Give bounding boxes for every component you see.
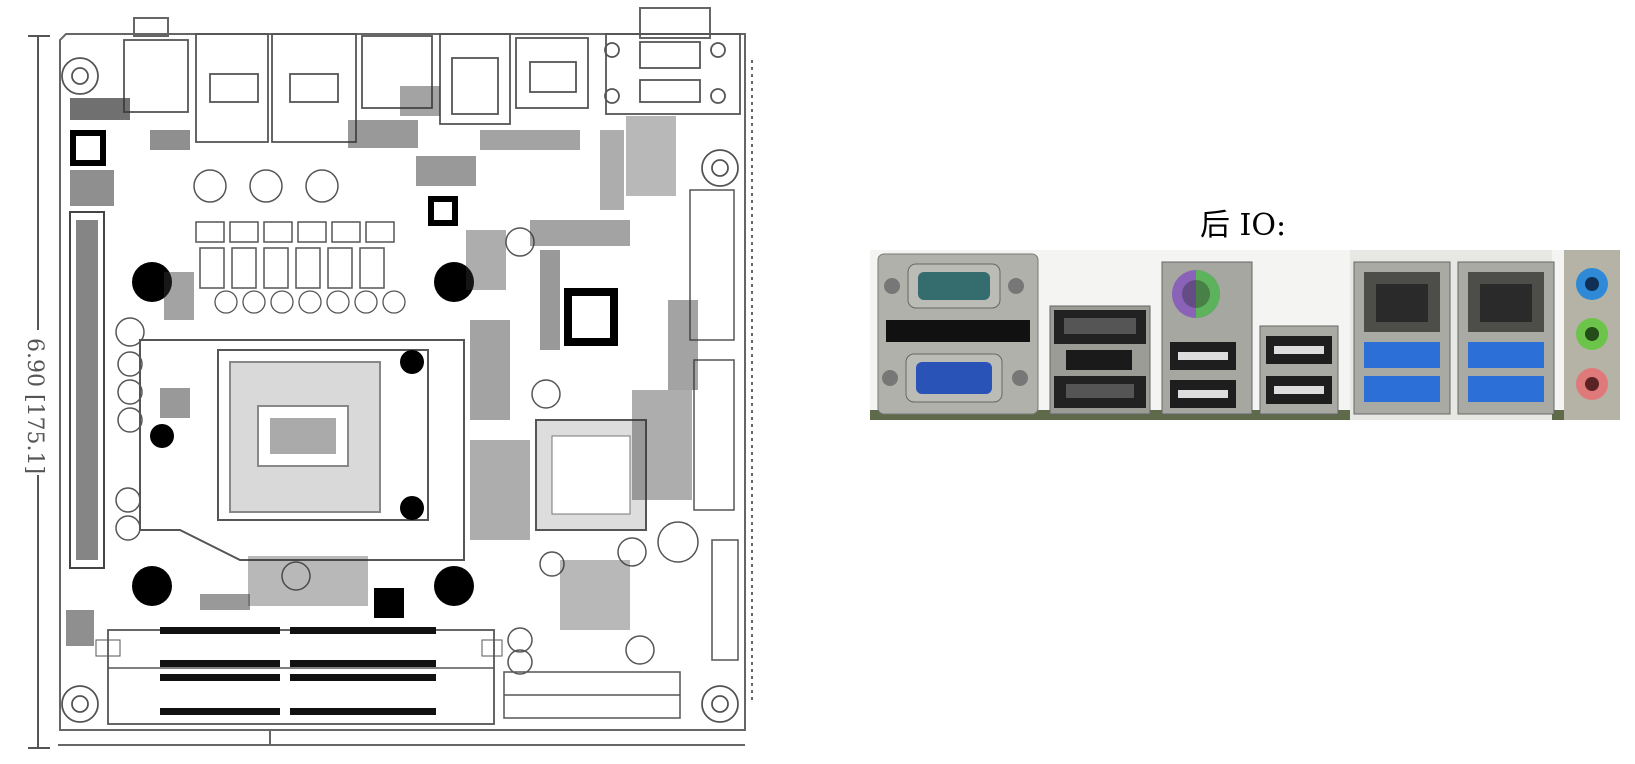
top-io-connectors — [123, 33, 741, 143]
edge-connector — [69, 211, 105, 569]
ps2-usb-stack — [1161, 261, 1253, 415]
dimension-indicator — [28, 35, 50, 749]
serial-vga-bracket — [877, 253, 1039, 415]
motherboard-drawing: 6.90 [175.1] — [22, 7, 753, 749]
dp-hdmi-stack — [1049, 305, 1151, 415]
cpu-socket — [139, 339, 465, 561]
usb3-icon — [1364, 342, 1544, 402]
ethernet-icon — [1364, 272, 1544, 332]
capacitors — [115, 169, 699, 675]
vrm-chokes — [195, 221, 395, 289]
mounting-holes — [61, 57, 739, 723]
vrm-caps — [214, 290, 406, 314]
rear-io-title: 后 IO: — [1200, 208, 1287, 243]
rj45-usb3-stacks — [1350, 250, 1555, 420]
usb2-stack — [1259, 325, 1339, 415]
hdmi-icon — [1054, 376, 1146, 408]
displayport-icon — [1054, 310, 1146, 344]
db9-icon — [884, 263, 1024, 309]
chipset — [535, 419, 647, 531]
usb-icon — [1170, 342, 1236, 408]
small-components — [66, 86, 698, 646]
memory-slots — [95, 627, 503, 725]
ps2-icon — [1172, 270, 1220, 318]
dimension-label: 6.90 [175.1] — [22, 338, 47, 474]
rear-io-panel — [870, 250, 1620, 420]
pin-headers — [503, 189, 739, 719]
heatsink-holes — [132, 262, 474, 606]
audio-jack-icon — [1564, 250, 1620, 420]
vga-icon — [882, 353, 1028, 403]
